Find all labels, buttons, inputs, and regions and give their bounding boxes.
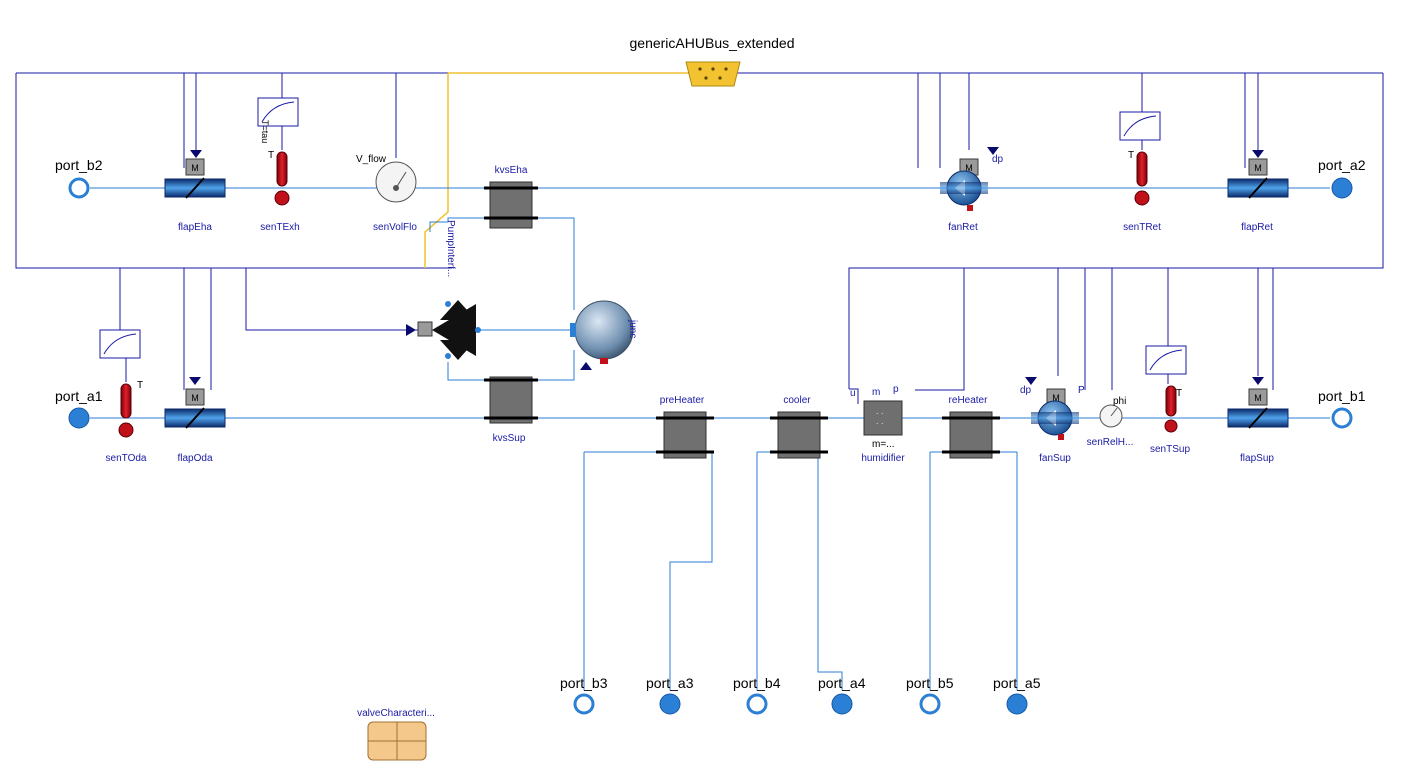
svg-text:T=tau: T=tau — [260, 120, 270, 143]
svg-text:senRelH...: senRelH... — [1087, 437, 1134, 448]
port-a2[interactable]: port_a2 — [1318, 157, 1366, 199]
fan-sup[interactable]: M dp P fanSup — [1020, 377, 1085, 464]
svg-text:kvsSup: kvsSup — [493, 433, 526, 444]
svg-text:valveCharacteri...: valveCharacteri... — [357, 708, 435, 719]
svg-text:port_b5: port_b5 — [906, 675, 954, 691]
svg-text:port_a2: port_a2 — [1318, 157, 1366, 173]
port-b1[interactable]: port_b1 — [1318, 388, 1366, 429]
kvs-sup[interactable]: kvsSup — [484, 376, 538, 444]
port-b5[interactable]: port_b5 — [906, 675, 954, 715]
pre-heater[interactable]: preHeater — [656, 395, 714, 459]
svg-text:senTRet: senTRet — [1123, 222, 1161, 233]
svg-text:fanRet: fanRet — [948, 222, 978, 233]
fluid-lines — [90, 187, 1330, 690]
svg-text:u: u — [850, 388, 856, 399]
svg-text:flapSup: flapSup — [1240, 453, 1274, 464]
port-b2[interactable]: port_b2 — [55, 157, 103, 199]
pt1-block-oda[interactable] — [99, 329, 141, 359]
svg-text:V_flow: V_flow — [356, 154, 387, 165]
svg-text:m: m — [872, 387, 880, 398]
bus-lines — [424, 72, 688, 268]
svg-text:port_a3: port_a3 — [646, 675, 694, 691]
svg-text:dp: dp — [1020, 385, 1032, 396]
port-b4[interactable]: port_b4 — [733, 675, 781, 715]
fan-ret[interactable]: M dp fanRet — [940, 147, 1004, 233]
svg-text:senTOda: senTOda — [106, 453, 147, 464]
port-a4[interactable]: port_a4 — [818, 675, 866, 715]
svg-text:cooler: cooler — [783, 395, 811, 406]
svg-text:. .: . . — [876, 416, 884, 426]
svg-text:T: T — [268, 150, 274, 161]
svg-text:port_b1: port_b1 — [1318, 388, 1366, 404]
svg-text:port_a5: port_a5 — [993, 675, 1041, 691]
svg-text:senVolFlo: senVolFlo — [373, 222, 417, 233]
bus-label: genericAHUBus_extended — [630, 35, 795, 51]
junc-vessel[interactable]: junc — [570, 300, 638, 370]
svg-text:M: M — [191, 393, 199, 403]
svg-text:port_a1: port_a1 — [55, 388, 103, 404]
re-heater[interactable]: reHeater — [942, 395, 1000, 459]
svg-text:fanSup: fanSup — [1039, 453, 1071, 464]
svg-text:flapRet: flapRet — [1241, 222, 1273, 233]
svg-text:PumpInterf...: PumpInterf... — [445, 220, 456, 277]
kvs-eha[interactable]: kvsEha — [484, 165, 538, 229]
svg-text:reHeater: reHeater — [949, 395, 989, 406]
svg-text:M: M — [1254, 393, 1262, 403]
sen-t-oda[interactable]: T senTOda — [106, 358, 147, 464]
svg-text:senTSup: senTSup — [1150, 444, 1190, 455]
svg-text:flapOda: flapOda — [177, 453, 212, 464]
svg-text:m=...: m=... — [872, 439, 895, 450]
svg-text:. .: . . — [876, 406, 884, 416]
frame-lines — [15, 72, 1384, 404]
svg-text:P: P — [1078, 385, 1085, 396]
port-a1[interactable]: port_a1 — [55, 388, 103, 429]
svg-text:M: M — [965, 163, 973, 173]
flap-eha[interactable]: M flapEha — [164, 150, 226, 233]
bus-connector[interactable] — [685, 61, 741, 87]
svg-text:port_b2: port_b2 — [55, 157, 103, 173]
pump-interface[interactable]: PumpInterf... — [406, 220, 481, 360]
sen-t-ret[interactable]: T senTRet — [1123, 140, 1161, 233]
flap-ret[interactable]: M flapRet — [1227, 150, 1289, 233]
svg-text:junc: junc — [627, 319, 638, 338]
svg-text:M: M — [191, 163, 199, 173]
port-a3[interactable]: port_a3 — [646, 675, 694, 715]
svg-text:port_a4: port_a4 — [818, 675, 866, 691]
svg-text:kvsEha: kvsEha — [495, 165, 528, 176]
pt1-block-sup[interactable] — [1145, 345, 1187, 375]
svg-text:M: M — [1052, 393, 1060, 403]
cooler[interactable]: cooler — [770, 395, 828, 459]
flap-sup[interactable]: M flapSup — [1227, 377, 1289, 464]
svg-text:flapEha: flapEha — [178, 222, 212, 233]
flap-oda[interactable]: M flapOda — [164, 377, 226, 464]
port-a5[interactable]: port_a5 — [993, 675, 1041, 715]
svg-text:phi: phi — [1113, 396, 1126, 407]
port-b3[interactable]: port_b3 — [560, 675, 608, 715]
svg-text:M: M — [1254, 163, 1262, 173]
svg-text:senTExh: senTExh — [260, 222, 299, 233]
svg-text:port_b4: port_b4 — [733, 675, 781, 691]
valve-characteristic[interactable]: valveCharacteri... — [357, 708, 435, 761]
pt1-block-ret[interactable] — [1119, 111, 1161, 141]
sen-vol-flo[interactable]: V_flow senVolFlo — [356, 154, 417, 233]
svg-text:p: p — [893, 384, 899, 395]
sen-rel-hum[interactable]: phi senRelH... — [1087, 396, 1134, 448]
pt1-block-exh[interactable]: T=tau — [257, 97, 299, 143]
svg-text:port_b3: port_b3 — [560, 675, 608, 691]
sen-t-exh[interactable]: T senTExh — [260, 126, 300, 233]
svg-text:T: T — [1176, 388, 1182, 399]
svg-text:T: T — [137, 380, 143, 391]
sen-t-sup[interactable]: T senTSup — [1150, 374, 1190, 455]
svg-text:preHeater: preHeater — [660, 395, 705, 406]
svg-text:humidifier: humidifier — [861, 453, 905, 464]
humidifier[interactable]: . . . . m u p m=... humidifier — [850, 384, 905, 464]
svg-text:dp: dp — [992, 154, 1004, 165]
svg-text:T: T — [1128, 150, 1134, 161]
